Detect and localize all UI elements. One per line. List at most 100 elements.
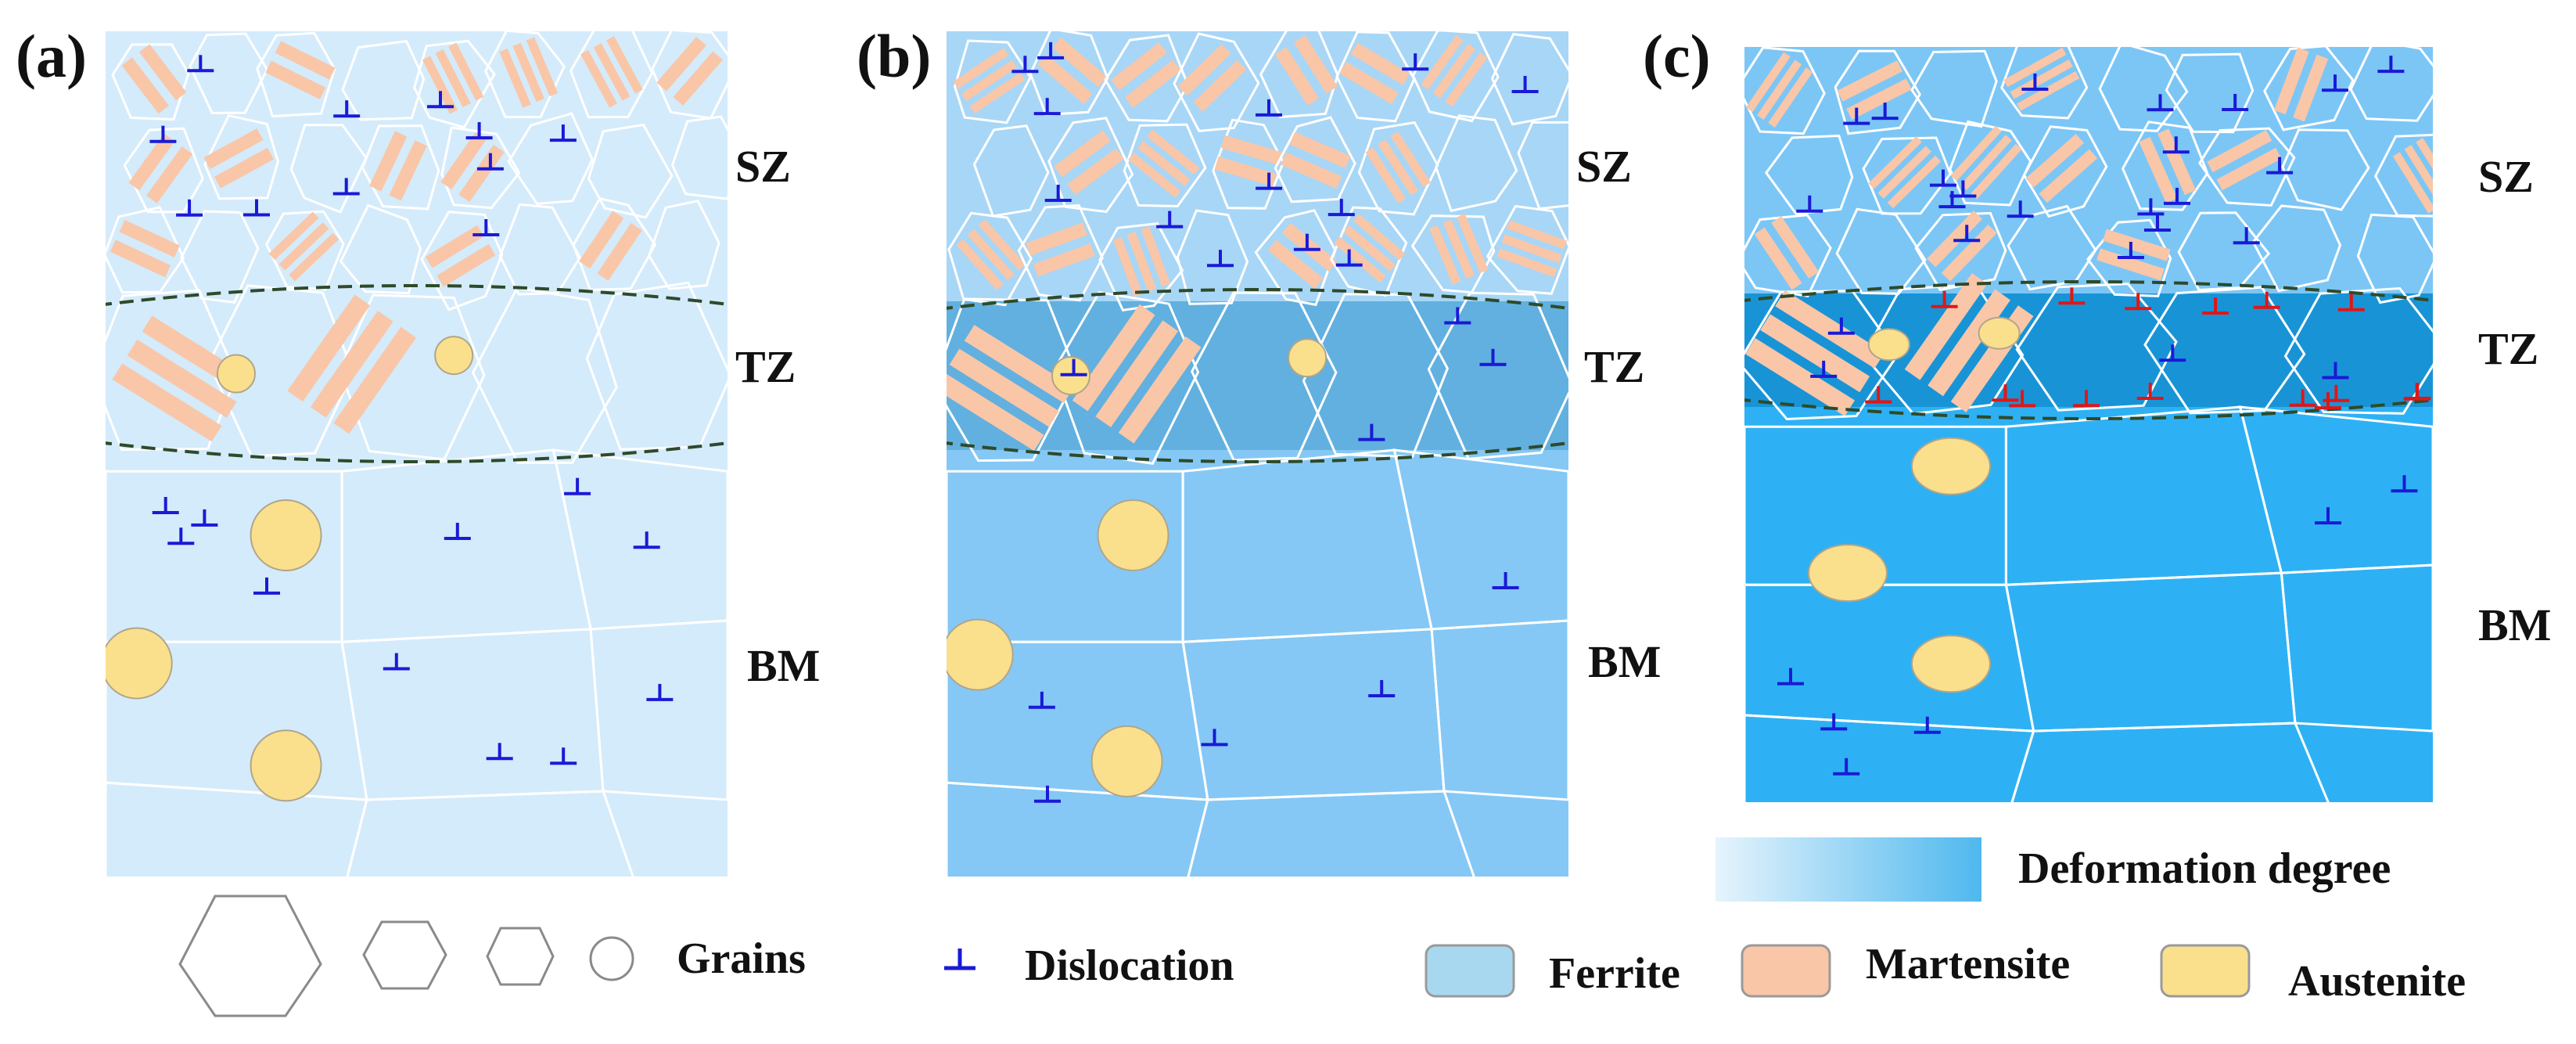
sz-grain-boundary [1173,32,1260,132]
martensite-packet [1112,226,1171,297]
martensite-lath [425,225,484,268]
panel-b-tz-label: TZ [1584,341,1644,392]
martensite-lath [1390,131,1431,188]
dislocation-symbol [333,100,361,118]
dislocation-symbol [1827,317,1855,335]
martensite-lath [1378,139,1419,196]
martensite-lath [2025,134,2084,188]
martensite-packet [1496,220,1568,278]
dislocation-symbol [2233,227,2260,245]
sz-grain-boundary [1098,221,1184,311]
dislocation-symbol [2377,56,2405,74]
sz-grain-boundary [2121,121,2209,211]
bm-region [947,450,1568,877]
dislocation-symbol [1156,211,1184,229]
dislocation-symbol [2315,507,2341,525]
martensite-lath [1293,34,1338,94]
martensite-lath [949,348,1059,427]
martensite-lath [1432,43,1476,99]
martensite-lath [2157,128,2197,196]
martensite-packet [499,37,559,108]
sz-grain-boundary [484,31,566,119]
martensite-packet [121,44,187,114]
martensite-lath [110,239,171,278]
martensite-lath [1442,219,1475,279]
sz-grain-boundary [2022,125,2108,218]
martensite-lath [1214,156,1277,187]
martensite-lath [265,60,326,99]
sz-grain-boundary [572,196,657,292]
dislocation-symbol [2322,362,2349,380]
sz-grain-boundary [1411,31,1500,123]
dislocation-symbol [472,219,500,236]
panel-b-label: (b) [857,22,931,90]
grain-size-large-icon [178,895,322,1017]
sz-grain-boundary [947,211,1033,307]
dislocation-symbol [2222,94,2249,111]
martensite-lath [1052,37,1108,88]
martensite-packet [1429,214,1489,285]
sz-grain-boundary [1435,114,1518,213]
martensite-lath [961,59,1017,102]
dislocation-symbol [1037,41,1065,59]
martensite-lath [275,41,336,80]
sz-grain-boundary [1047,117,1134,214]
dislocation-symbol [1913,716,1941,734]
martensite-packet [1950,125,2022,200]
bm-grain-boundary [2010,722,2330,802]
sz-grain-boundary [1744,47,1826,135]
dislocation-symbol [2337,293,2365,311]
martensite-lath [2404,145,2433,207]
sz-tz-boundary-line [1744,280,2433,302]
martensite-lath [112,363,222,442]
legend-martensite-label: Martensite [1866,940,2070,988]
martensite-lath [333,326,417,434]
sz-grain-boundary [647,199,720,290]
sz-grain-boundary [1490,32,1568,126]
martensite-lath [128,133,175,191]
sz-grain-boundary [339,203,422,295]
bm-grain-boundary [2238,405,2433,574]
sz-grain-boundary [1017,203,1104,302]
dislocation-symbol [1810,360,1838,378]
dislocation-symbol [2136,383,2164,400]
martensite-packet [580,36,643,108]
dislocation-symbol [2073,390,2100,408]
martensite-lath [526,37,559,97]
martensite-lath [964,325,1074,403]
martensite-packet [369,131,427,201]
dislocation-symbol [1207,250,1234,268]
austenite-particle [947,618,1014,691]
martensite-packet [1365,131,1431,203]
martensite-lath [2103,229,2171,261]
sz-grain-boundary [1914,211,2007,291]
martensite-packet [440,131,505,203]
martensite-lath [146,146,193,203]
dislocation-symbol [1028,691,1055,709]
grain-size-smallest-icon [589,936,634,981]
bm-grain-boundary [1187,790,1475,877]
martensite-lath [1501,234,1562,264]
martensite-lath [1760,314,1870,393]
tz-grain-boundary [947,297,1079,463]
panel-b-schematic [947,31,1568,877]
martensite-lath [1193,59,1247,112]
dislocation-symbol [1358,423,1385,441]
panel-c-label: (c) [1643,22,1711,90]
dislocation-symbol [1492,572,1519,589]
martensite-packet [1267,222,1338,290]
martensite-packet [1837,60,1912,120]
sz-grain-boundary [111,43,190,121]
martensite-packet [1281,131,1351,189]
martensite-lath [1457,214,1489,274]
martensite-lath [389,140,427,201]
dislocation-symbol [2021,74,2049,91]
martensite-lath [1054,130,1111,178]
martensite-packet [265,41,336,99]
dislocation-symbol [1938,191,1966,209]
martensite-lath [1141,226,1171,287]
martensite-lath [435,49,471,108]
martensite-lath [947,373,1044,452]
dislocation-symbol [2137,198,2165,216]
martensite-packet [579,211,642,281]
